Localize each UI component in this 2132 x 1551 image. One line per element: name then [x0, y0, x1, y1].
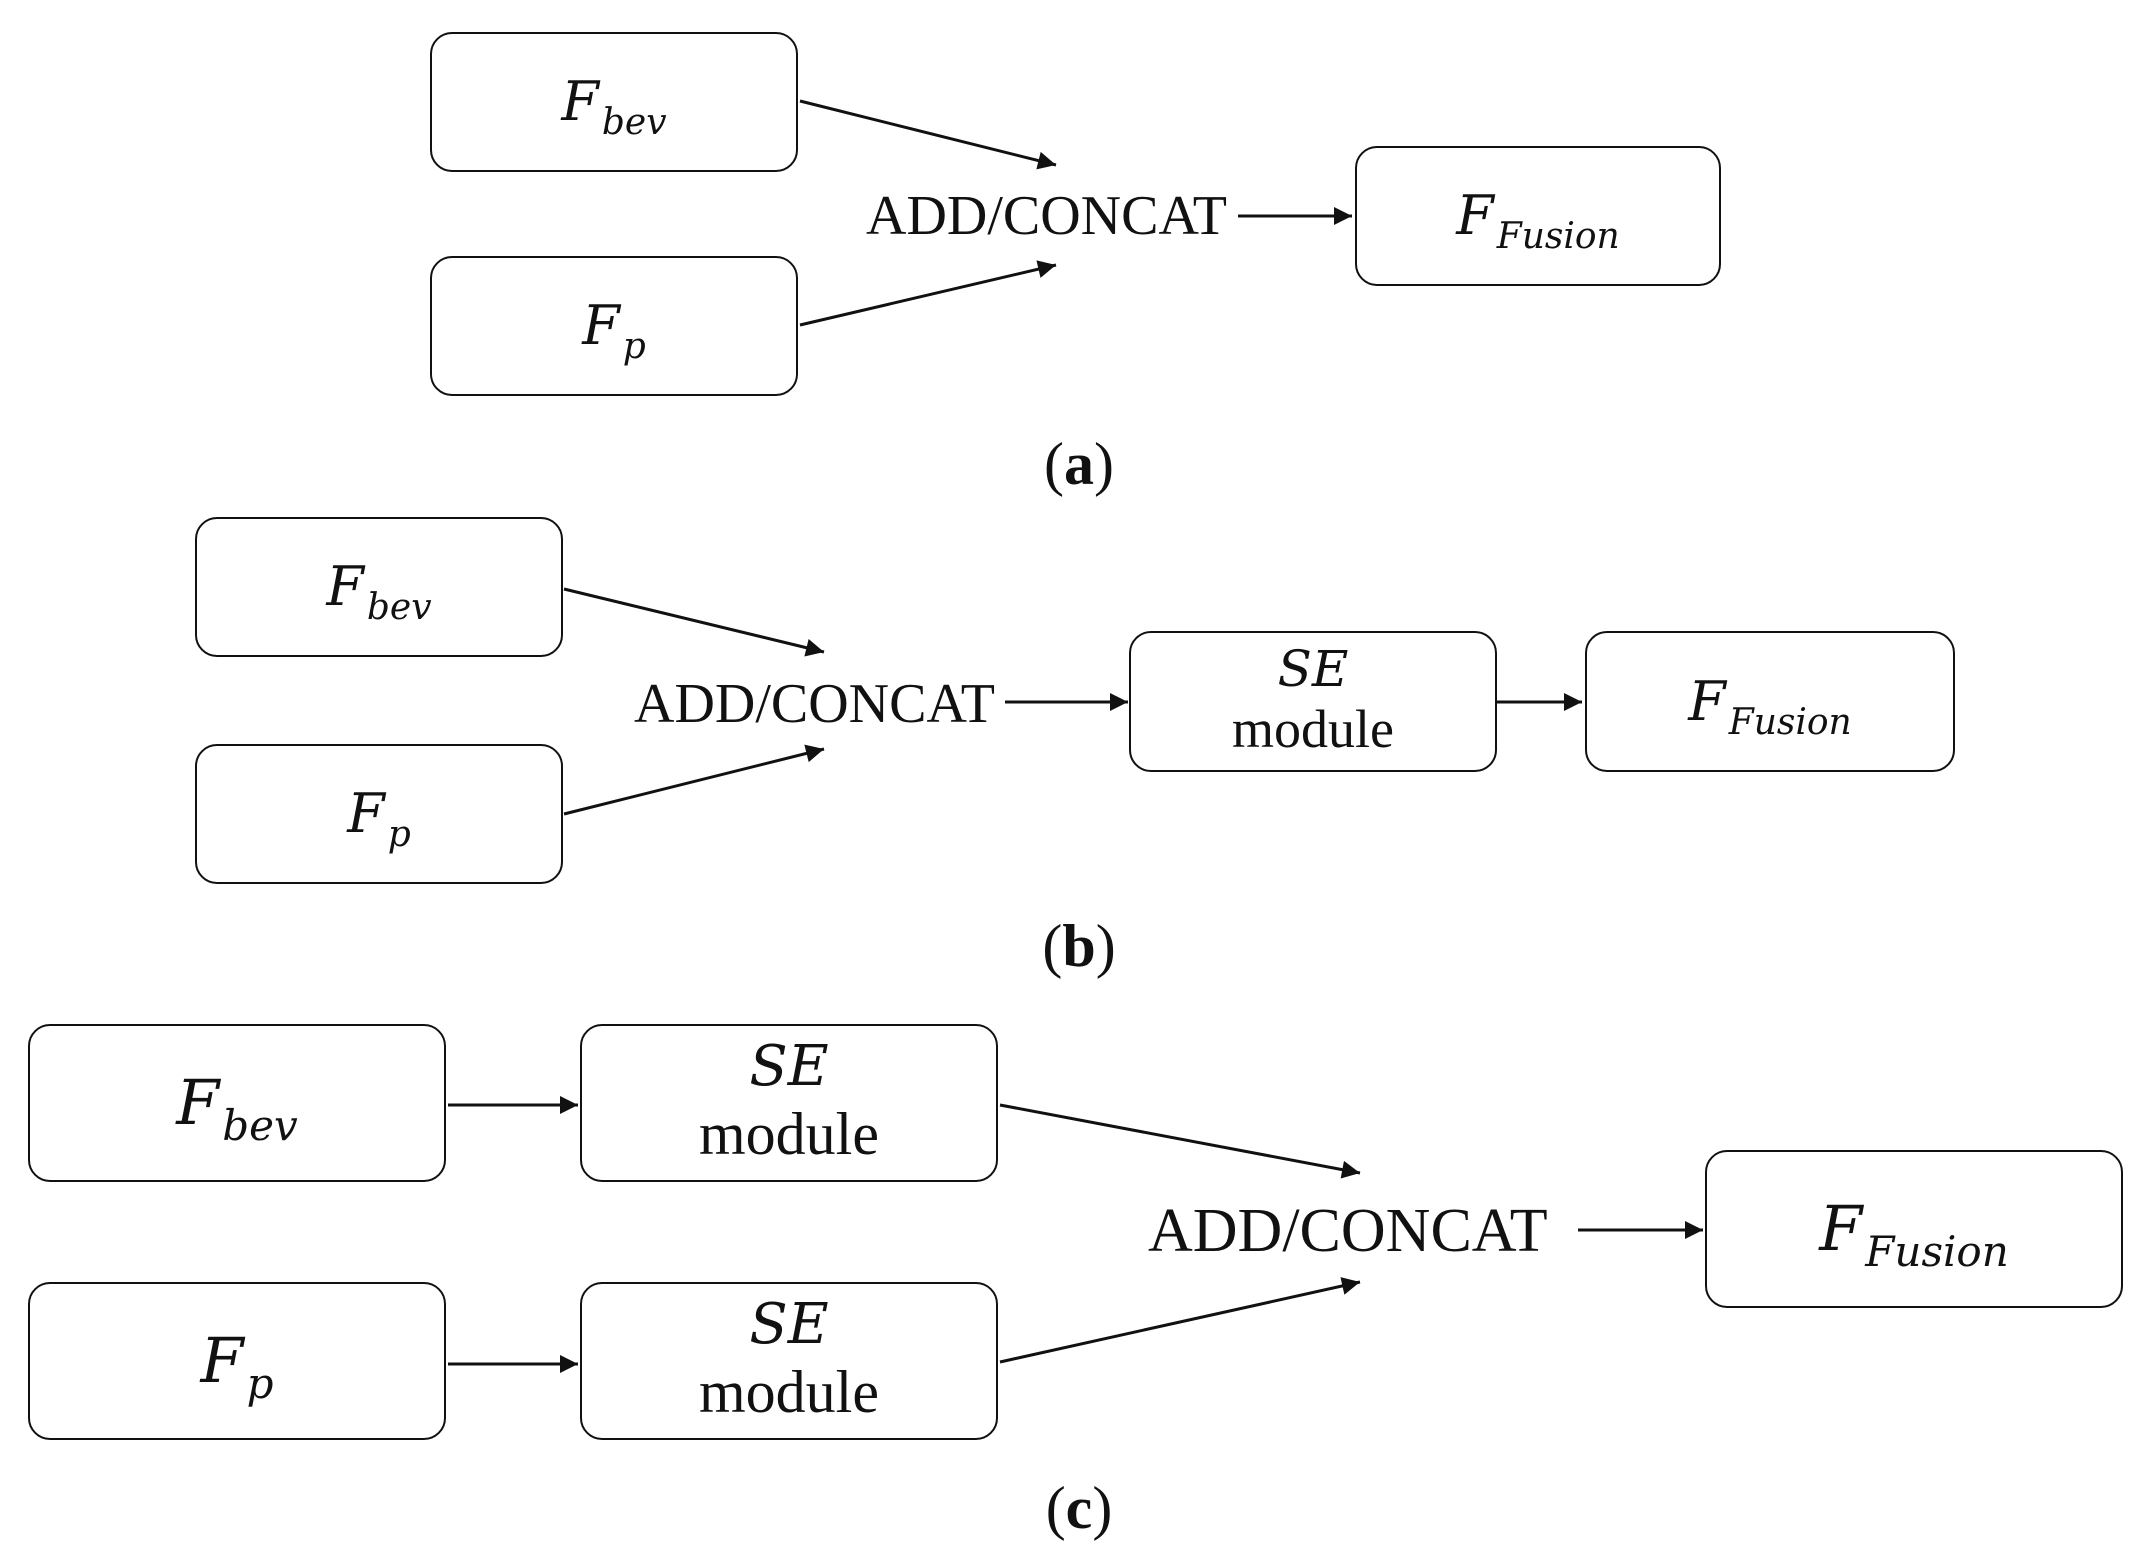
c-ffusion-box: FFusion	[1705, 1150, 2123, 1308]
caption-b: (b)	[1042, 913, 1116, 979]
arrow-b-fp-to-op	[563, 744, 825, 816]
c-se-module-bottom-box: SE module	[580, 1282, 998, 1440]
ffusion-label: FFusion	[1819, 1192, 2009, 1276]
fbev-label: Fbev	[326, 555, 432, 628]
arrow-c-se1-to-op	[999, 1103, 1361, 1179]
a-ffusion-box: FFusion	[1355, 146, 1721, 286]
c-fbev-box: Fbev	[28, 1024, 446, 1182]
c-add-concat-label: ADD/CONCAT	[1148, 1197, 1548, 1265]
fbev-label: Fbev	[561, 70, 667, 143]
caption-a: (a)	[1044, 431, 1114, 497]
arrow-c-se2-to-op	[999, 1277, 1361, 1364]
a-fp-box: Fp	[430, 256, 798, 396]
se-label: SE	[1277, 639, 1349, 698]
se-label: SE	[749, 1292, 829, 1357]
b-fp-box: Fp	[195, 744, 563, 884]
module-label: module	[699, 1101, 879, 1167]
caption-c: (c)	[1045, 1475, 1113, 1541]
b-add-concat-label: ADD/CONCAT	[634, 673, 995, 735]
fbev-label: Fbev	[176, 1066, 298, 1150]
a-fbev-box: Fbev	[430, 32, 798, 172]
b-ffusion-box: FFusion	[1585, 631, 1955, 772]
fp-label: Fp	[582, 294, 646, 367]
b-fbev-box: Fbev	[195, 517, 563, 657]
arrow-a-fp-to-op	[799, 260, 1057, 327]
c-se-module-top-box: SE module	[580, 1024, 998, 1182]
module-label: module	[1232, 698, 1394, 759]
fp-label: Fp	[347, 782, 411, 855]
arrow-a-fbev-to-op	[799, 99, 1057, 170]
module-label: module	[699, 1359, 879, 1425]
se-label: SE	[749, 1034, 829, 1099]
ffusion-label: FFusion	[1456, 184, 1620, 257]
c-fp-box: Fp	[28, 1282, 446, 1440]
b-se-module-box: SE module	[1129, 631, 1497, 772]
a-add-concat-label: ADD/CONCAT	[866, 185, 1227, 247]
arrow-b-fbev-to-op	[563, 587, 825, 657]
ffusion-label: FFusion	[1688, 669, 1852, 743]
fp-label: Fp	[200, 1324, 274, 1408]
